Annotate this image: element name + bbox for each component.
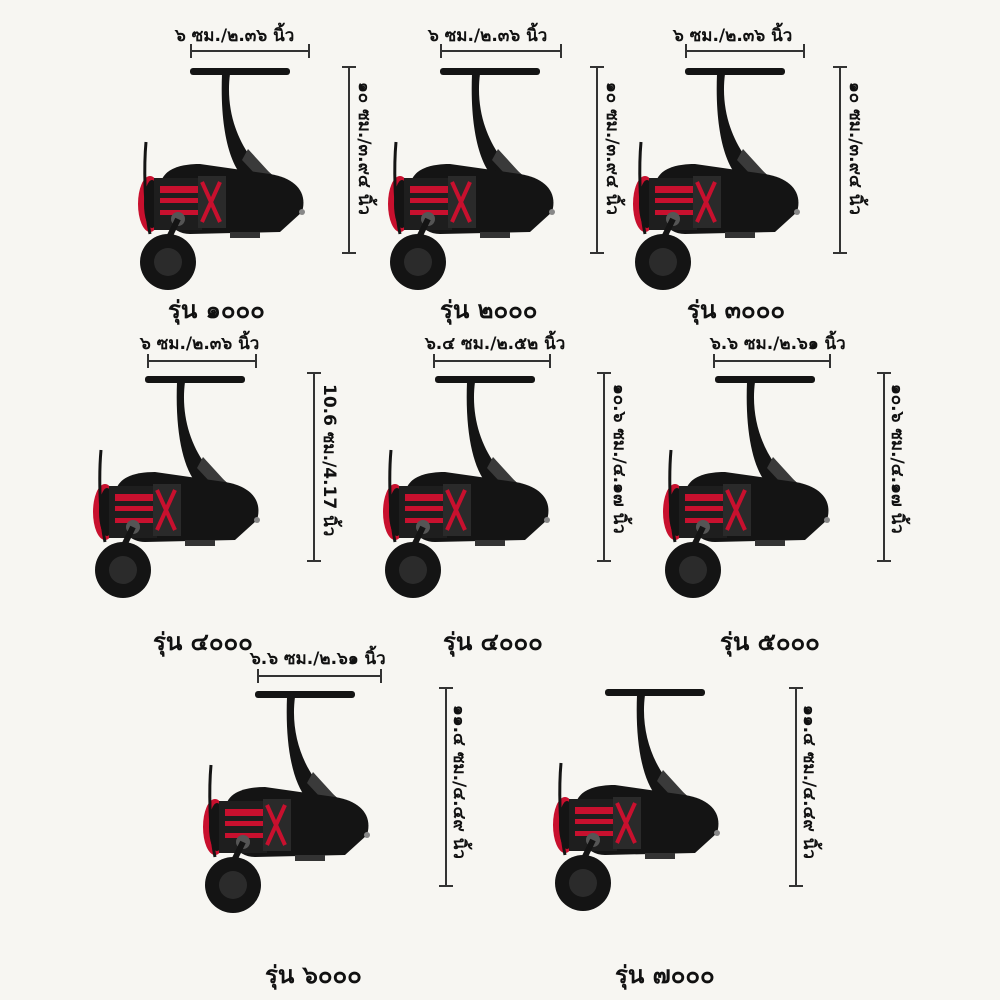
height-label: 10.6 ซม./4.17 นิ้ว [319, 384, 339, 537]
reel-card-3: ๖ ซม./๒.๓๖ นิ้ว ๑๐ ซม./๓.๙๔ นิ้ว รุ่น ๓๐… [625, 22, 925, 342]
model-label: รุ่น ๗๐๐๐ [615, 961, 715, 989]
height-label: ๑๑.๔ ซม./๔.๔๙ นิ้ว [799, 705, 819, 859]
width-dimension-line [190, 44, 310, 58]
model-label: รุ่น ๑๐๐๐ [168, 296, 265, 324]
spinning-reel-image [553, 689, 720, 911]
model-label: รุ่น ๖๐๐๐ [265, 961, 362, 989]
spinning-reel-image [388, 68, 555, 290]
height-label: ๑๐ ซม./๓.๙๔ นิ้ว [354, 82, 374, 215]
width-label: ๖ ซม./๒.๓๖ นิ้ว [175, 26, 295, 46]
reel-card-6: ๖.๖ ซม./๒.๖๑ นิ้ว ๑๐.๖ ซม./๔.๑๗ นิ้ว รุ่… [655, 330, 955, 656]
width-label: ๖.๖ ซม./๒.๖๑ นิ้ว [710, 334, 846, 354]
height-dimension-line [439, 687, 453, 887]
reel-card-5: ๖.๔ ซม./๒.๕๒ นิ้ว ๑๐.๖ ซม./๔.๑๗ นิ้ว รุ่… [375, 330, 675, 656]
reel-card-8: ๑๑.๔ ซม./๔.๔๙ นิ้ว รุ่น ๗๐๐๐ [545, 645, 845, 989]
height-dimension-line [877, 372, 891, 562]
width-dimension-line [433, 354, 551, 368]
width-label: ๖.๖ ซม./๒.๖๑ นิ้ว [250, 649, 386, 669]
reel-card-4: ๖ ซม./๒.๓๖ นิ้ว 10.6 ซม./4.17 นิ้ว รุ่น … [85, 330, 385, 656]
height-label: ๑๐ ซม./๓.๙๔ นิ้ว [845, 82, 865, 215]
spinning-reel-image [663, 376, 830, 598]
model-label: รุ่น ๕๐๐๐ [720, 628, 820, 656]
width-label: ๖ ซม./๒.๓๖ นิ้ว [428, 26, 548, 46]
height-dimension-line [597, 372, 611, 562]
height-label: ๑๐.๖ ซม./๔.๑๗ นิ้ว [609, 384, 629, 534]
height-label: ๑๑.๔ ซม./๔.๔๙ นิ้ว [449, 705, 469, 859]
width-dimension-line [713, 354, 831, 368]
spinning-reel-image [203, 691, 370, 913]
width-dimension-line [257, 669, 382, 683]
spinning-reel-image [93, 376, 260, 598]
model-label: รุ่น ๔๐๐๐ [153, 628, 253, 656]
height-dimension-line [789, 687, 803, 887]
height-label: ๑๐ ซม./๓.๙๔ นิ้ว [602, 82, 622, 215]
height-dimension-line [342, 66, 356, 254]
width-dimension-line [440, 44, 562, 58]
model-label: รุ่น ๒๐๐๐ [440, 296, 538, 324]
spinning-reel-image [138, 68, 305, 290]
height-dimension-line [590, 66, 604, 254]
width-label: ๖ ซม./๒.๓๖ นิ้ว [140, 334, 260, 354]
spinning-reel-image [633, 68, 800, 290]
width-dimension-line [685, 44, 805, 58]
height-dimension-line [833, 66, 847, 254]
model-label: รุ่น ๓๐๐๐ [687, 296, 786, 324]
model-label: รุ่น ๔๐๐๐ [443, 628, 543, 656]
width-label: ๖ ซม./๒.๓๖ นิ้ว [673, 26, 793, 46]
height-label: ๑๐.๖ ซม./๔.๑๗ นิ้ว [887, 384, 907, 534]
height-dimension-line [307, 372, 321, 562]
spinning-reel-image [383, 376, 550, 598]
reel-card-2: ๖ ซม./๒.๓๖ นิ้ว ๑๐ ซม./๓.๙๔ นิ้ว รุ่น ๒๐… [380, 22, 680, 342]
reel-card-1: ๖ ซม./๒.๓๖ นิ้ว ๑๐ ซม./๓.๙๔ นิ้ว รุ่น ๑๐… [130, 22, 430, 342]
width-dimension-line [147, 354, 257, 368]
width-label: ๖.๔ ซม./๒.๕๒ นิ้ว [425, 334, 566, 354]
reel-card-7: ๖.๖ ซม./๒.๖๑ นิ้ว ๑๑.๔ ซม./๔.๔๙ นิ้ว รุ่… [195, 645, 495, 989]
